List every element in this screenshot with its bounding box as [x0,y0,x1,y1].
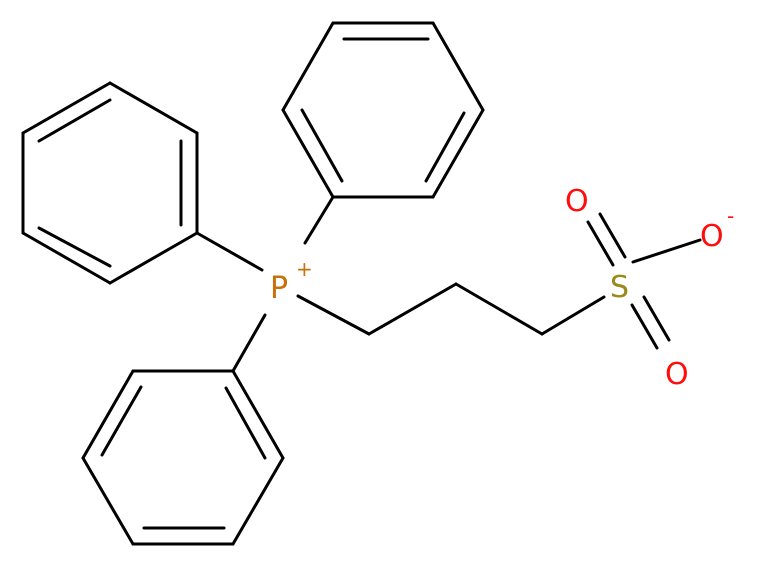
bond-p-phenyl-top [303,195,335,245]
propyl-chain [296,282,606,336]
phosphorus-charge-label: + [296,257,313,281]
oxygen-top-atom-label: O [565,184,589,219]
phosphorus-atom-label: P [270,271,288,306]
oxygen-bottom-atom-label: O [665,357,689,392]
sulfur-atom-label: S [610,270,629,305]
phenyl-ring-top [281,21,485,199]
oxygen-anion-charge-label: - [727,204,734,228]
sulfonate-bonds [586,212,702,350]
oxygen-anion-atom-label: O [700,219,724,254]
bond-lines [21,21,702,546]
bond-p-phenyl-left [195,231,264,272]
phenyl-ring-bottom [81,369,285,546]
phenyl-ring-left [21,81,199,285]
bond-p-phenyl-bottom [231,313,267,373]
